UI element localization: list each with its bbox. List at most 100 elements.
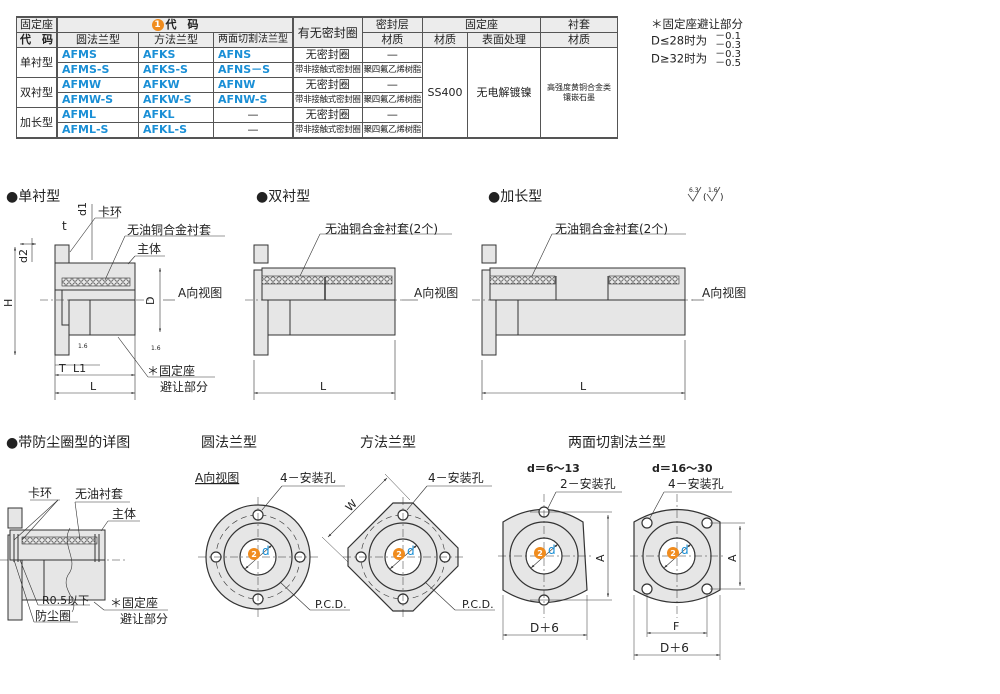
title-single: ●单衬型 — [6, 189, 61, 205]
svg-text:): ) — [720, 193, 724, 203]
title-double: ●双衬型 — [256, 189, 311, 205]
badge-2-square — [393, 548, 405, 560]
label-a-view-2: A向视图 — [414, 285, 458, 300]
badge-2-round — [248, 548, 260, 560]
code-cell: AFKL — [138, 107, 214, 123]
label-r05: R0.5以下 — [42, 594, 89, 607]
label-holes2: 2－安装孔 — [560, 476, 616, 491]
note-title: ＊固定座避让部分 — [651, 17, 743, 31]
table-row: AFML-S AFKL-S — 带非接触式密封圈 聚四氟乙烯树脂 — [17, 122, 618, 139]
relief-note: ＊固定座避让部分 D≤28时为－0.1－0.3 D≥32时为－0.3－0.5 — [651, 16, 743, 69]
title-cut-flange: 两面切割法兰型 — [568, 435, 666, 451]
single-bushing-drawing — [13, 204, 225, 400]
seal-header: 有无密封圈 — [291, 16, 363, 48]
label-dust-ring: 防尘圈 — [35, 608, 71, 623]
label-holes4-cut: 4－安装孔 — [668, 476, 724, 491]
label-seat-relief-2: 避让部分 — [160, 379, 208, 394]
label-snap-ring-dust: 卡环 — [28, 486, 52, 500]
col-square: 方法兰型 — [138, 32, 214, 48]
label-d1: d1 — [76, 202, 89, 216]
table-row: 双衬型 AFMW AFKW AFNW 无密封圈 — — [16, 77, 618, 108]
label-a-view-3: A向视图 — [702, 285, 746, 300]
label-W: W — [343, 497, 360, 514]
label-oilless-bushing: 无油衬套 — [75, 487, 123, 501]
code-cell: AFKW-S — [138, 92, 214, 108]
label-A-small: A — [594, 554, 607, 562]
label-L-3: L — [580, 380, 587, 393]
svg-text:6.3: 6.3 — [689, 187, 699, 194]
label-T: T — [58, 362, 66, 375]
label-seat-relief-1: ＊固定座 — [147, 363, 195, 378]
seat-material-header: 材质 — [422, 32, 469, 48]
title-round-flange: 圆法兰型 — [201, 435, 257, 451]
badge-2-cut-small — [534, 547, 546, 559]
label-body-dust: 主体 — [112, 507, 136, 521]
label-L1: L1 — [73, 362, 86, 375]
label-body: 主体 — [137, 242, 161, 256]
bushing-material-header: 材质 — [540, 32, 619, 48]
seal-layer-material-header: 材质 — [361, 32, 424, 48]
code-cell: AFMW-S — [56, 92, 139, 108]
bushing-header: 衬套 — [540, 16, 619, 33]
long-type-drawing — [472, 233, 704, 400]
label-pcd-round: P.C.D. — [315, 598, 347, 611]
table-row: 加长型 AFML AFKL — 无密封圈 — — [16, 107, 618, 139]
label-D6-small: D＋6 — [530, 621, 559, 635]
label-D6-large: D＋6 — [660, 641, 689, 655]
cut-flange-large-drawing — [630, 491, 745, 660]
seal-cell: 无密封圈 — [291, 107, 363, 123]
label-rough-2: 1.6 — [78, 343, 88, 350]
label-holes-round: 4－安装孔 — [280, 470, 336, 485]
label-F: F — [673, 620, 679, 633]
label-d-range-large: d＝16～30 — [652, 462, 713, 475]
seal-layer-header: 密封层 — [361, 16, 424, 33]
title-long: ●加长型 — [488, 189, 543, 205]
type-double: 双衬型 — [16, 77, 58, 108]
table-row: 单衬型 AFMS AFKS AFNS 无密封圈 — SS400 无电解镀镍 高强… — [16, 47, 619, 139]
table-row: AFMW-S AFKW-S AFNW-S 带非接触式密封圈 聚四氟乙烯树脂 — [17, 92, 618, 108]
label-D: D — [144, 297, 157, 305]
roughness-symbol: 6.3 ( 1.6 ) — [687, 186, 724, 203]
svg-text:2: 2 — [396, 550, 402, 559]
label-bushing-2pcs-long: 无油铜合金衬套(2个) — [555, 221, 668, 236]
label-L-2: L — [320, 380, 327, 393]
label-rough-1: 1.6 — [151, 345, 161, 352]
seal-material-cell: 聚四氟乙烯树脂 — [361, 122, 424, 139]
code-cell: — — [213, 107, 294, 123]
label-H: H — [2, 299, 15, 307]
seat-header: 固定座 — [422, 16, 542, 33]
label-L-1: L — [90, 380, 97, 393]
label-snap-ring: 卡环 — [98, 205, 122, 219]
label-a-view-1: A向视图 — [178, 285, 222, 300]
note-row-1: D≤28时为－0.1－0.3 — [651, 31, 742, 51]
label-bushing-2pcs-double: 无油铜合金衬套(2个) — [325, 221, 438, 236]
bushing-material-cell: 高强度黄铜合金类镶嵌石墨 — [540, 47, 619, 139]
label-d-round: d — [262, 544, 270, 558]
label-t: t — [62, 219, 67, 233]
label-seat-relief-dust-1: ＊固定座 — [110, 595, 158, 610]
svg-text:2: 2 — [537, 549, 543, 558]
seat-surface-cell: 无电解镀镍 — [467, 47, 542, 139]
label-a-view-round: A向视图 — [195, 470, 239, 485]
svg-text:2: 2 — [251, 550, 257, 559]
seal-material-cell: — — [361, 107, 424, 123]
svg-text:(: ( — [703, 193, 707, 203]
code-cell: AFMS — [56, 47, 139, 63]
label-d-square: d — [407, 544, 415, 558]
svg-text:2: 2 — [670, 549, 676, 558]
label-d-cut-small: d — [548, 543, 556, 557]
label-A-large: A — [726, 554, 739, 562]
label-pcd-square: P.C.D. — [462, 598, 494, 611]
title-dust: ●带防尘圈型的详图 — [6, 435, 131, 451]
badge-1: 1 — [151, 19, 164, 31]
seal-cell: 无密封圈 — [291, 77, 363, 93]
label-d2: d2 — [17, 249, 30, 263]
note-row-2: D≥32时为－0.3－0.5 — [651, 49, 742, 69]
code-cell: AFKL-S — [138, 122, 214, 139]
label-bushing: 无油铜合金衬套 — [127, 222, 211, 237]
label-seat-relief-dust-2: 避让部分 — [120, 611, 168, 626]
cut-flange-small-drawing — [498, 491, 622, 640]
